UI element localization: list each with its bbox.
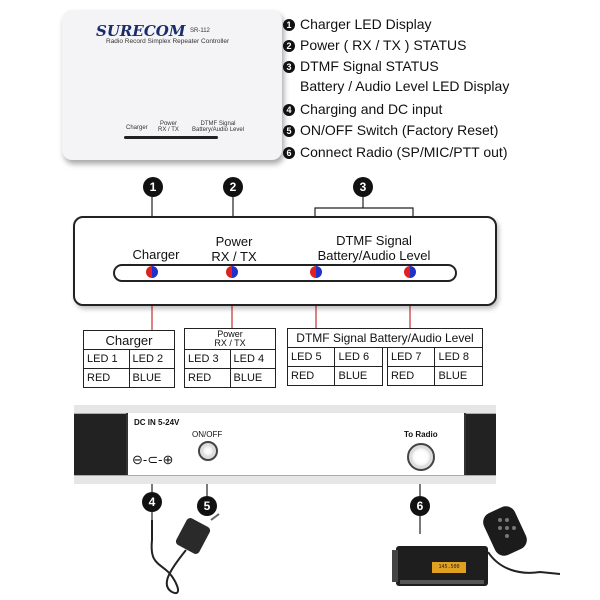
rear-panel-bottom-edge (74, 475, 496, 484)
panel-label-dtmf: DTMF Signal Battery/Audio Level (304, 233, 444, 263)
table-cell: LED 2 (128, 349, 175, 369)
table-cell: BLUE (434, 366, 483, 386)
panel-label-power-line2: RX / TX (211, 249, 257, 264)
legend-text: DTMF Signal STATUS (300, 58, 439, 74)
legend-number: 6 (283, 147, 295, 159)
led-pair-charger (146, 266, 158, 278)
panel-label-dtmf-line2: Battery/Audio Level (317, 248, 431, 263)
to-radio-label: To Radio (404, 430, 438, 439)
table-dtmf: DTMF Signal Battery/Audio Level LED 5 LE… (286, 328, 483, 386)
panel-label-power-line1: Power (215, 234, 253, 249)
legend-item-3: 3 DTMF Signal STATUS (283, 58, 439, 74)
legend-number: 1 (283, 19, 295, 31)
callout-2: 2 (223, 177, 243, 197)
table-cell: LED 8 (434, 347, 483, 367)
table-cell: LED 5 (286, 347, 336, 367)
polarity-icon: ⊖-⊂-⊕ (132, 452, 174, 467)
legend-text: Battery / Audio Level LED Display (300, 78, 510, 94)
radio-icon (392, 506, 561, 586)
on-off-switch[interactable] (198, 441, 218, 461)
legend-item-1: 1 Charger LED Display (283, 16, 432, 32)
legend-number: 5 (283, 125, 295, 137)
led-pair-dtmf (310, 266, 322, 278)
legend-text: Connect Radio (SP/MIC/PTT out) (300, 144, 508, 160)
table-cell: RED (83, 368, 130, 388)
panel-label-charger: Charger (132, 247, 180, 262)
legend-text: Charger LED Display (300, 16, 432, 32)
callout-1: 1 (143, 177, 163, 197)
led-pair-power (226, 266, 238, 278)
table-header: DTMF Signal Battery/Audio Level (287, 328, 483, 348)
legend-number: 3 (283, 61, 295, 73)
table-header: Charger (83, 330, 175, 350)
led-pair-battery (404, 266, 416, 278)
product-label-charger: Charger (126, 125, 148, 131)
callout-6: 6 (410, 496, 430, 516)
legend-text: Power ( RX / TX ) STATUS (300, 37, 467, 53)
table-cell: BLUE (229, 368, 276, 388)
product-label-dtmf: DTMF Signal Battery/Audio Level (192, 121, 245, 133)
table-cell: LED 3 (184, 349, 231, 369)
dc-in-label: DC IN 5-24V (134, 418, 180, 427)
led-strip (113, 264, 457, 282)
front-panel (73, 216, 497, 306)
table-cell: LED 4 (229, 349, 276, 369)
table-header-line1: Power (217, 329, 243, 339)
radio-display-text: 145.500 446.000 (438, 564, 460, 570)
table-cell: BLUE (128, 368, 175, 388)
panel-label-dtmf-line1: DTMF Signal (336, 233, 412, 248)
callout-3: 3 (353, 177, 373, 197)
table-cell: LED 7 (386, 347, 436, 367)
brand-logo: SURECOM (96, 22, 186, 40)
legend-item-3b: Battery / Audio Level LED Display (300, 78, 509, 94)
table-cell: LED 1 (83, 349, 130, 369)
legend-item-6: 6 Connect Radio (SP/MIC/PTT out) (283, 144, 507, 160)
power-adapter-icon (150, 507, 220, 595)
product-subtitle: Radio Record Simplex Repeater Controller (106, 38, 230, 45)
product-led-slot (124, 136, 218, 139)
to-radio-jack[interactable] (407, 443, 435, 471)
on-off-label: ON/OFF (192, 430, 223, 439)
model-number: SR-112 (190, 28, 210, 34)
legend-number: 4 (283, 104, 295, 116)
table-cell: RED (286, 366, 336, 386)
legend-item-2: 2 Power ( RX / TX ) STATUS (283, 37, 466, 53)
table-cell: LED 6 (334, 347, 383, 367)
table-cell: RED (184, 368, 231, 388)
panel-label-power: Power RX / TX (196, 234, 272, 264)
legend-item-5: 5 ON/OFF Switch (Factory Reset) (283, 122, 498, 138)
callout-5: 5 (197, 496, 217, 516)
table-header-line2: RX / TX (214, 338, 246, 348)
callout-4: 4 (142, 492, 162, 512)
table-header: Power RX / TX (184, 328, 276, 350)
legend-text: Charging and DC input (300, 101, 443, 117)
table-cell: RED (386, 366, 436, 386)
product-image: SURECOM SR-112 Radio Record Simplex Repe… (62, 10, 282, 160)
legend-item-4: 4 Charging and DC input (283, 101, 442, 117)
product-label-power: Power RX / TX (158, 121, 179, 133)
legend-text: ON/OFF Switch (Factory Reset) (300, 122, 499, 138)
table-cell: BLUE (334, 366, 383, 386)
legend-number: 2 (283, 40, 295, 52)
